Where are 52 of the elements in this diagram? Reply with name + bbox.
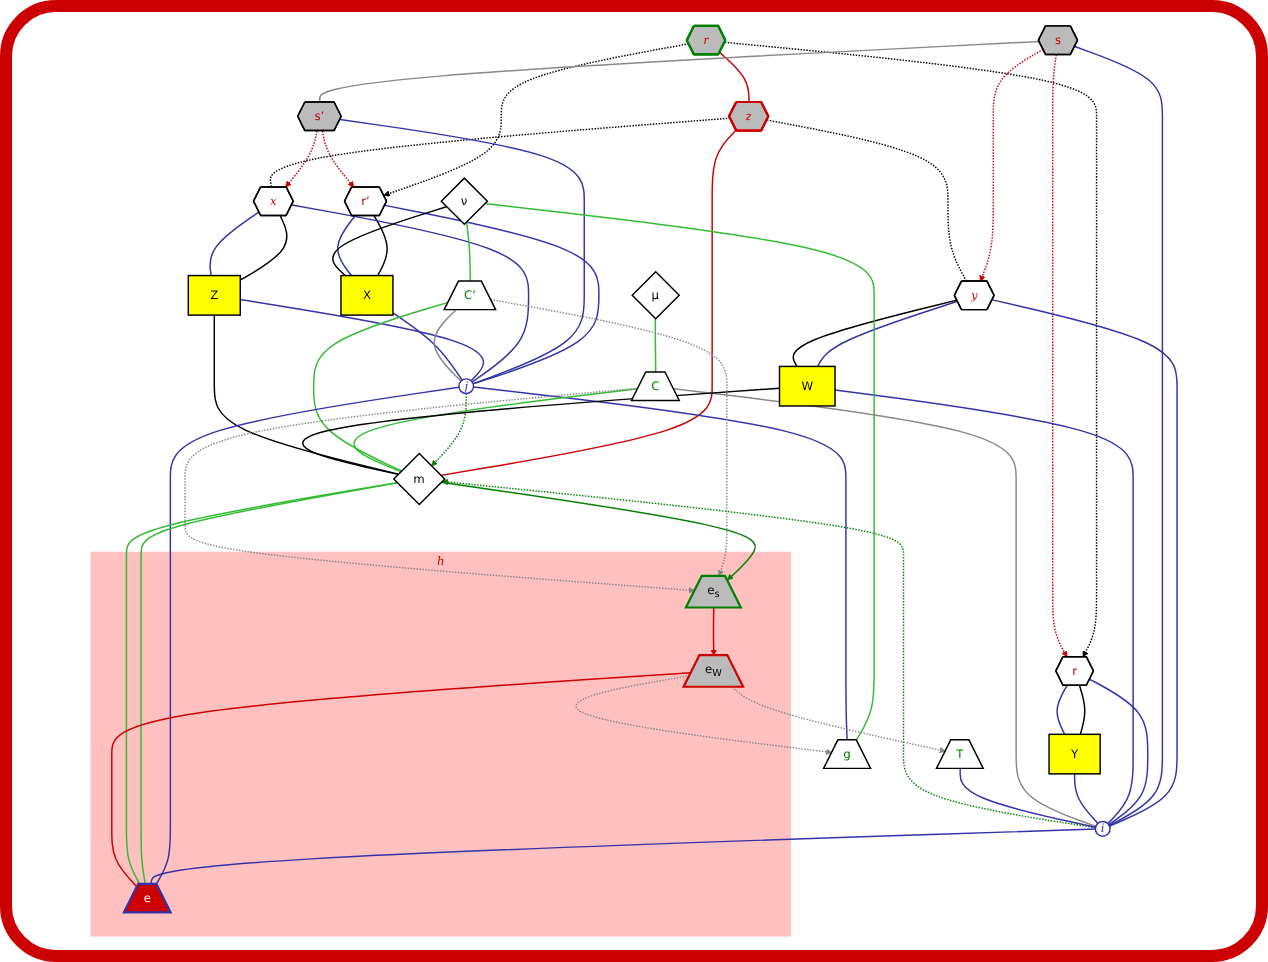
arrow <box>979 48 1044 282</box>
connector <box>440 129 737 477</box>
arrow <box>1051 54 1068 658</box>
connector <box>991 299 1178 827</box>
connector <box>959 768 1097 828</box>
connector <box>291 204 530 383</box>
arrow <box>441 478 1097 829</box>
arrow <box>321 130 355 188</box>
arrow <box>440 481 757 581</box>
connector <box>766 119 968 283</box>
connector <box>1078 684 1086 736</box>
arrow <box>575 674 833 756</box>
connector <box>465 220 471 283</box>
connector <box>332 206 448 277</box>
connector <box>239 215 288 281</box>
connector <box>312 301 450 472</box>
connector <box>1073 773 1099 825</box>
connector <box>155 386 460 885</box>
connector <box>817 300 959 368</box>
connector <box>1089 678 1149 826</box>
connector <box>792 299 958 368</box>
arrow <box>731 686 946 754</box>
connector <box>150 828 1097 885</box>
arrow <box>710 607 717 656</box>
connector <box>319 40 1040 104</box>
connector <box>1056 684 1068 736</box>
connector <box>269 117 731 188</box>
connector <box>384 204 600 385</box>
connector <box>483 202 875 741</box>
connector <box>672 388 1097 828</box>
arrow <box>724 41 1098 658</box>
connector <box>209 211 260 277</box>
arrow <box>431 392 467 467</box>
connector <box>339 118 585 385</box>
connector <box>213 314 400 475</box>
arrow <box>184 387 696 594</box>
connector <box>654 318 657 374</box>
arrow <box>490 298 728 577</box>
connector <box>719 51 750 104</box>
connector <box>834 389 1134 825</box>
connector <box>472 386 848 741</box>
connector <box>373 215 388 277</box>
connector <box>239 298 485 382</box>
arrow <box>383 43 690 197</box>
connector <box>353 388 639 473</box>
arrow <box>285 130 318 188</box>
connector <box>433 309 462 382</box>
connector <box>392 312 463 381</box>
connector <box>337 215 356 277</box>
connector <box>302 387 781 476</box>
connector <box>111 672 692 888</box>
connector <box>1074 45 1164 827</box>
